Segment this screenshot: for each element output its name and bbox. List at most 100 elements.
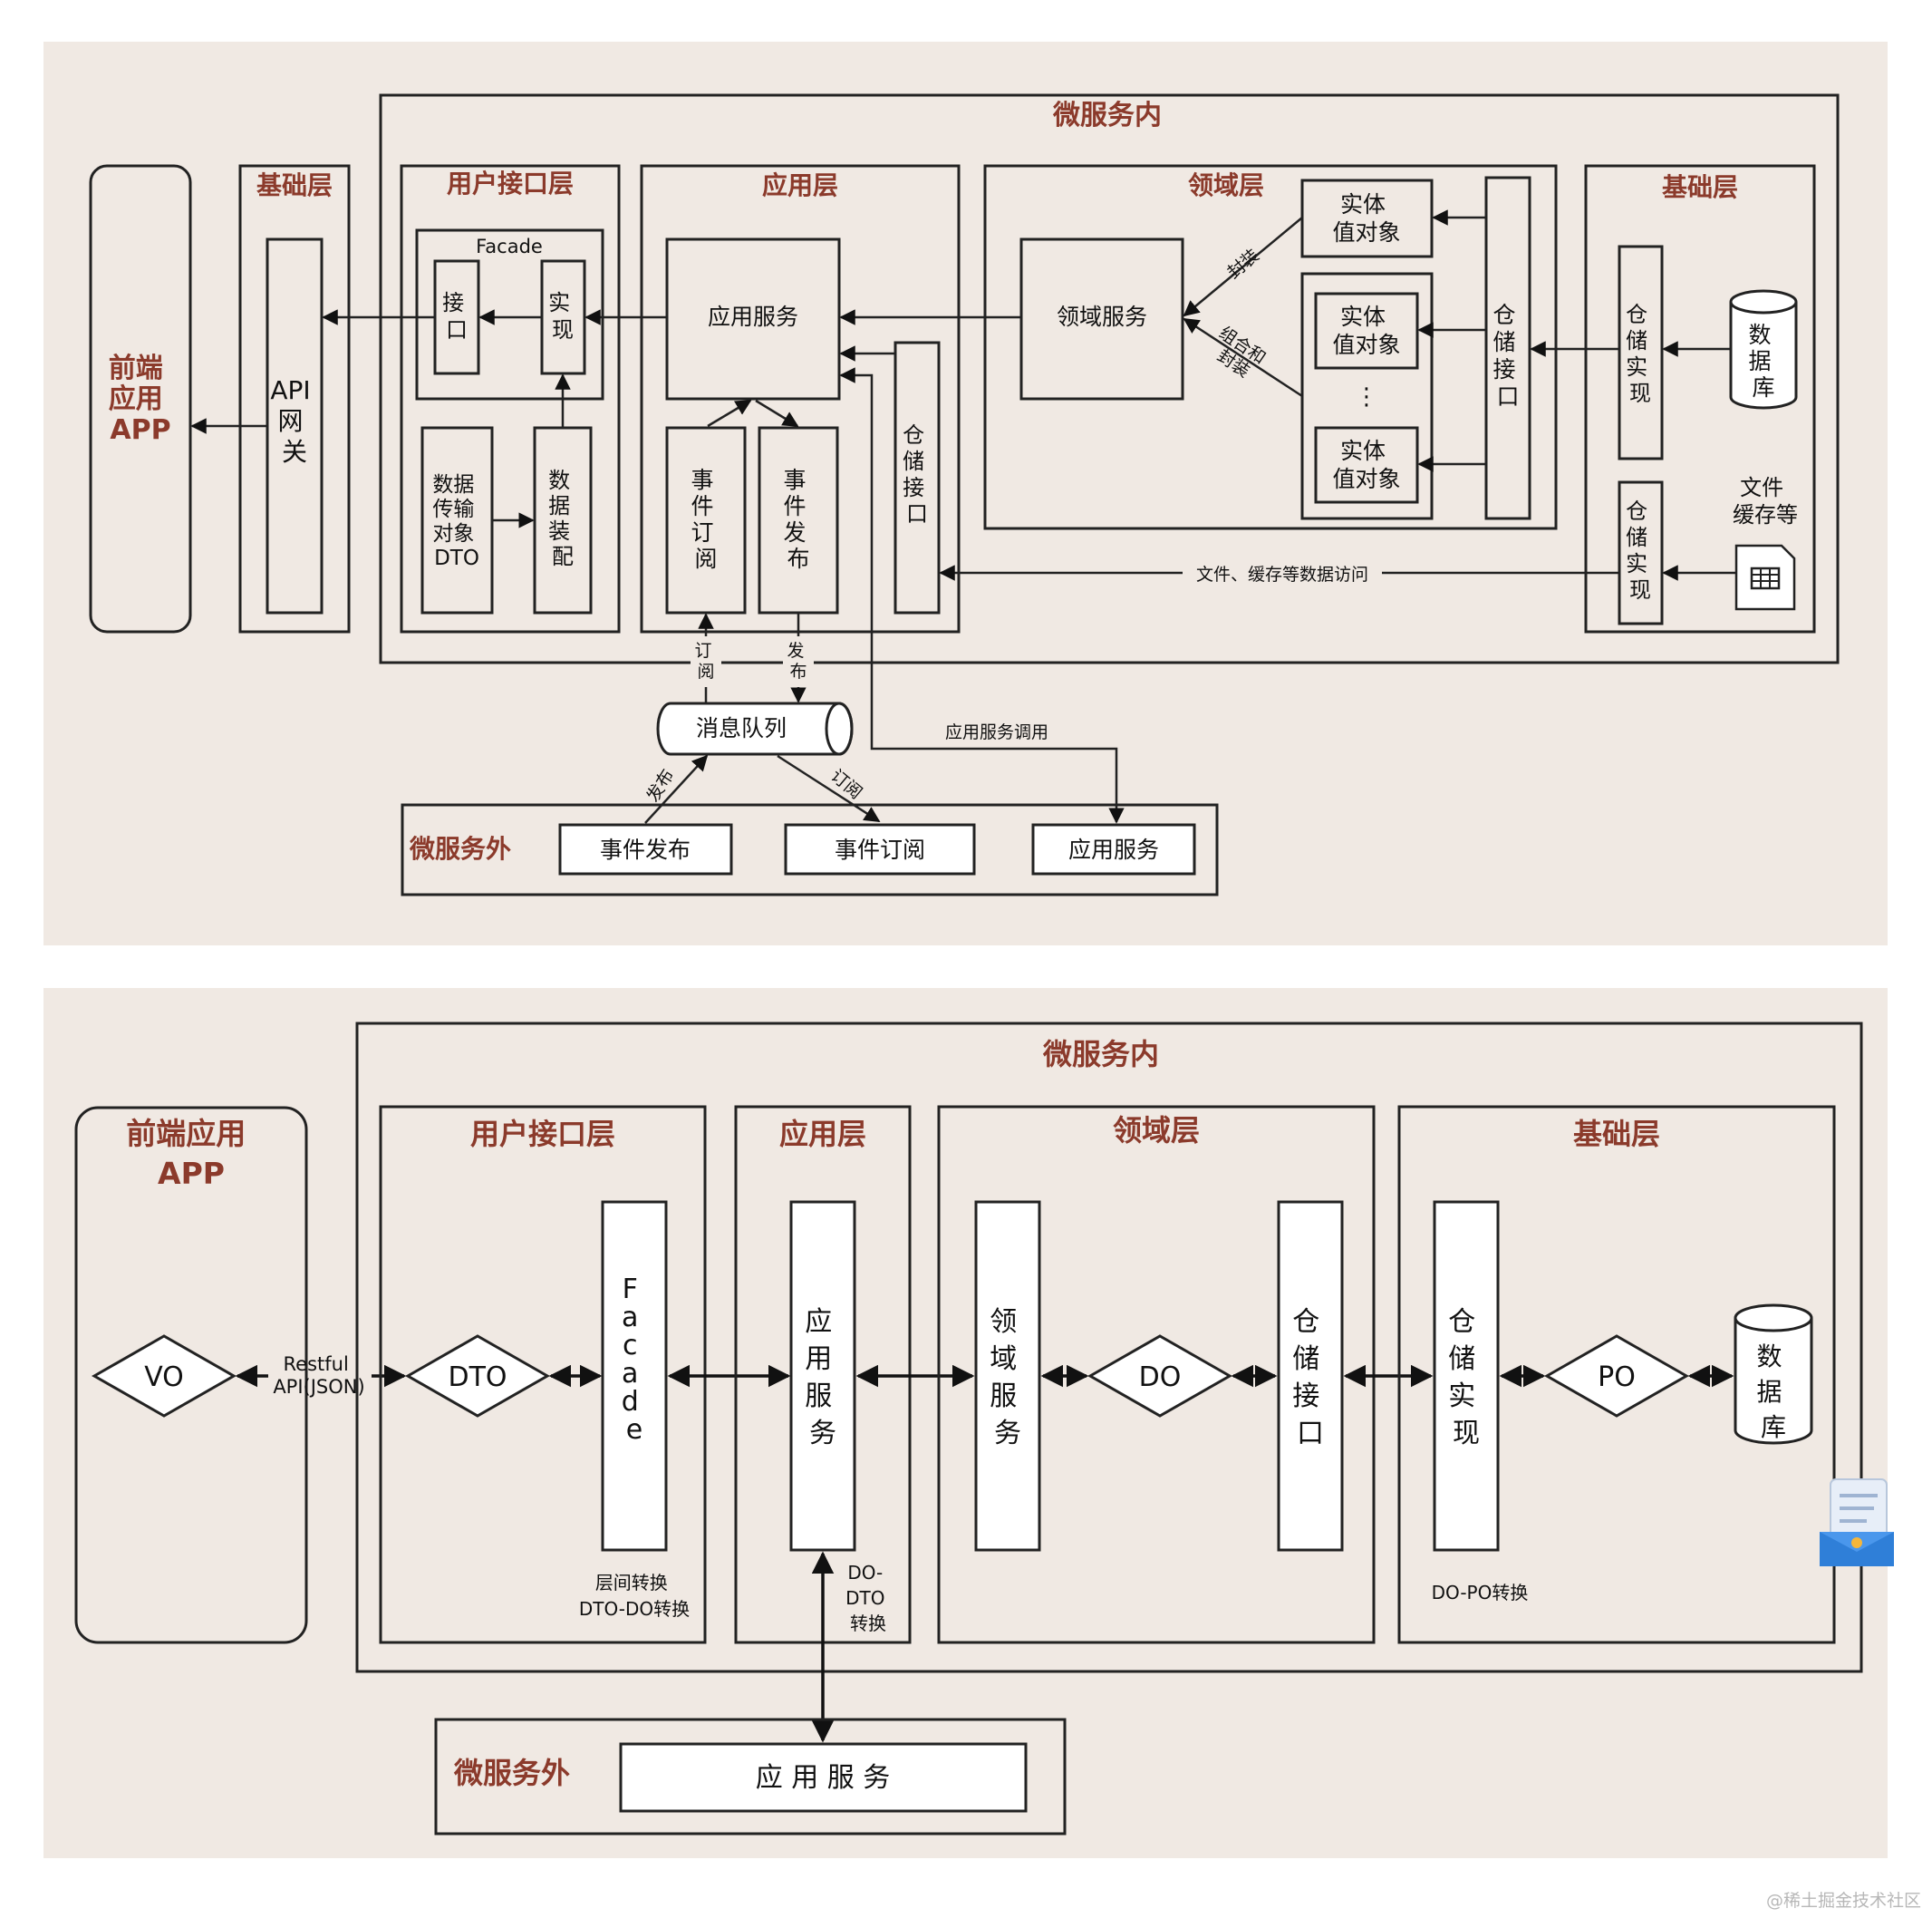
message-queue-label: 消息队列	[696, 715, 787, 741]
event-subscribe-box	[665, 426, 747, 615]
app-call-label: 应用服务调用	[945, 722, 1048, 742]
app-service-box-2	[789, 1200, 856, 1552]
outside-event-publish-box	[558, 823, 733, 876]
facade-label: Facade	[476, 236, 543, 257]
microservice-inside-title: 微服务内	[1052, 100, 1162, 131]
dto-label-2: DTO	[448, 1361, 507, 1393]
repo-impl-label-1: 仓 储 实 现	[1626, 302, 1655, 406]
facade-box-2	[601, 1200, 668, 1552]
diagram-1: 微服务内 前端 应用 APP 基础层 API 网 关 用户接口层 Facade …	[43, 42, 1888, 945]
file-cache-label: 文件 缓存等	[1733, 475, 1798, 528]
do-diamond	[1087, 1334, 1233, 1418]
infra-layer-2	[1397, 1105, 1836, 1644]
dto-label: 数据 传输 对象 DTO	[432, 473, 480, 570]
microservice-outside-title: 微服务外	[409, 834, 511, 864]
assembler-label: 数 据 装 配	[548, 468, 577, 569]
do-label: DO	[1139, 1361, 1182, 1393]
microservice-outside-frame-2	[434, 1718, 1067, 1836]
app-service-label-2: 应 用 服 务	[805, 1306, 841, 1449]
entity-vo-label-1: 实体 值对象	[1332, 191, 1400, 246]
restful-label: Restful API(JSON)	[273, 1353, 364, 1398]
line-app-service-call	[839, 367, 1125, 824]
infra-layer-title-2: 基础层	[1573, 1117, 1660, 1151]
repo-impl-box-2b	[1433, 1200, 1500, 1552]
outside-event-publish-label: 事件发布	[600, 837, 691, 863]
app-service-label: 应用服务	[708, 304, 798, 330]
repo-impl-box-2	[1618, 480, 1664, 625]
event-publish-label: 事 件 发 布	[784, 467, 814, 572]
entity-ellipsis: ⋮	[1355, 383, 1378, 411]
infra-left-title: 基础层	[256, 170, 333, 200]
po-label: PO	[1598, 1361, 1636, 1393]
app-layer-note: DO- DTO 转换	[845, 1562, 891, 1634]
arrow-app-service-to-publish	[755, 399, 799, 428]
arrow-outside-publish-to-queue	[644, 754, 709, 824]
dto-diamond	[404, 1334, 551, 1418]
domain-repo-interface-box	[1484, 176, 1531, 520]
facade-box	[415, 228, 604, 401]
database-label-2: 数 据 库	[1757, 1342, 1791, 1442]
vo-diamond	[91, 1334, 237, 1418]
infra-right-title: 基础层	[1662, 172, 1738, 202]
repo-impl-box-1	[1618, 245, 1664, 460]
arrow-entity-combine-to-domain	[1183, 317, 1303, 398]
domain-layer	[983, 164, 1558, 530]
domain-repo-interface-label: 仓 储 接 口	[1493, 302, 1523, 410]
domain-layer-title-2: 领域层	[1113, 1113, 1200, 1148]
app-layer-title: 应用层	[762, 170, 838, 200]
outside-app-service-label: 应用服务	[1068, 837, 1159, 863]
diagram-2: 微服务内 前端应用 APP VO Restful API(JSON) 用户接口层…	[43, 988, 1894, 1858]
repo-interface-label-2: 仓 储 接 口	[1292, 1306, 1328, 1449]
outside-app-service-box-2	[619, 1742, 1028, 1813]
frontend-app-box-2	[74, 1106, 308, 1644]
arrow-subscribe-to-app-service	[707, 399, 752, 428]
entity-vo-box-3	[1314, 426, 1419, 504]
facade-label-2: F a c a d e	[622, 1274, 648, 1446]
microservice-outside-title-2: 微服务外	[453, 1756, 570, 1790]
entity-vo-label-2: 实体 值对象	[1332, 304, 1400, 358]
domain-service-box-2	[974, 1200, 1041, 1552]
interface-label: 接 口	[442, 290, 471, 343]
database-icon-2	[1734, 1303, 1813, 1445]
domain-service-label: 领域服务	[1057, 304, 1147, 330]
subscribe-label: 订 阅	[694, 641, 717, 682]
ui-layer-title: 用户接口层	[447, 169, 574, 199]
event-subscribe-label: 事 件 订 阅	[691, 467, 721, 572]
app-layer-title-2: 应用层	[779, 1117, 866, 1151]
domain-layer-title: 领域层	[1188, 170, 1264, 200]
impl-label: 实 现	[548, 290, 577, 343]
file-icon	[1734, 544, 1796, 611]
entity-vo-label-3: 实体 值对象	[1332, 438, 1400, 492]
arrow-entity-wrap-to-domain	[1183, 217, 1303, 317]
microservice-outside-frame	[401, 803, 1219, 896]
repo-impl-label-2: 仓 储 实 现	[1626, 499, 1655, 603]
database-label: 数 据 库	[1749, 322, 1779, 401]
frontend-app-label: 前端 应用 APP	[109, 353, 172, 446]
diagram-2-background	[43, 988, 1888, 1858]
app-repo-interface-label: 仓 储 接 口	[903, 422, 932, 527]
microservice-inside-frame-2	[355, 1022, 1863, 1673]
repo-impl-label-2b: 仓 储 实 现	[1448, 1306, 1484, 1449]
database-icon	[1729, 289, 1798, 410]
ui-layer	[400, 164, 621, 634]
outside-event-subscribe-box	[784, 823, 976, 876]
file-access-label: 文件、缓存等数据访问	[1196, 565, 1368, 585]
frontend-app-label-2: 前端应用 APP	[126, 1116, 256, 1191]
domain-service-label-2: 领 域 服 务	[990, 1306, 1026, 1449]
outside-event-subscribe-label: 事件订阅	[835, 837, 925, 863]
entity-vo-box-2	[1314, 292, 1419, 370]
ui-layer-note: 层间转换 DTO-DO转换	[579, 1572, 690, 1620]
infra-layer-note: DO-PO转换	[1432, 1582, 1529, 1603]
publish-label: 发 布	[787, 641, 809, 682]
mail-icon	[1820, 1478, 1894, 1566]
infra-right-layer	[1584, 164, 1816, 634]
outside-app-service-box	[1031, 823, 1196, 876]
arrow-queue-to-outside-subscribe	[777, 754, 881, 823]
infra-left-layer	[238, 164, 351, 634]
watermark: @稀土掘金技术社区	[1766, 1891, 1921, 1911]
api-gateway-label: API 网 关	[270, 375, 318, 467]
app-service-box	[665, 237, 841, 401]
ui-layer-title-2: 用户接口层	[470, 1117, 615, 1151]
repo-interface-box-2	[1277, 1200, 1344, 1552]
